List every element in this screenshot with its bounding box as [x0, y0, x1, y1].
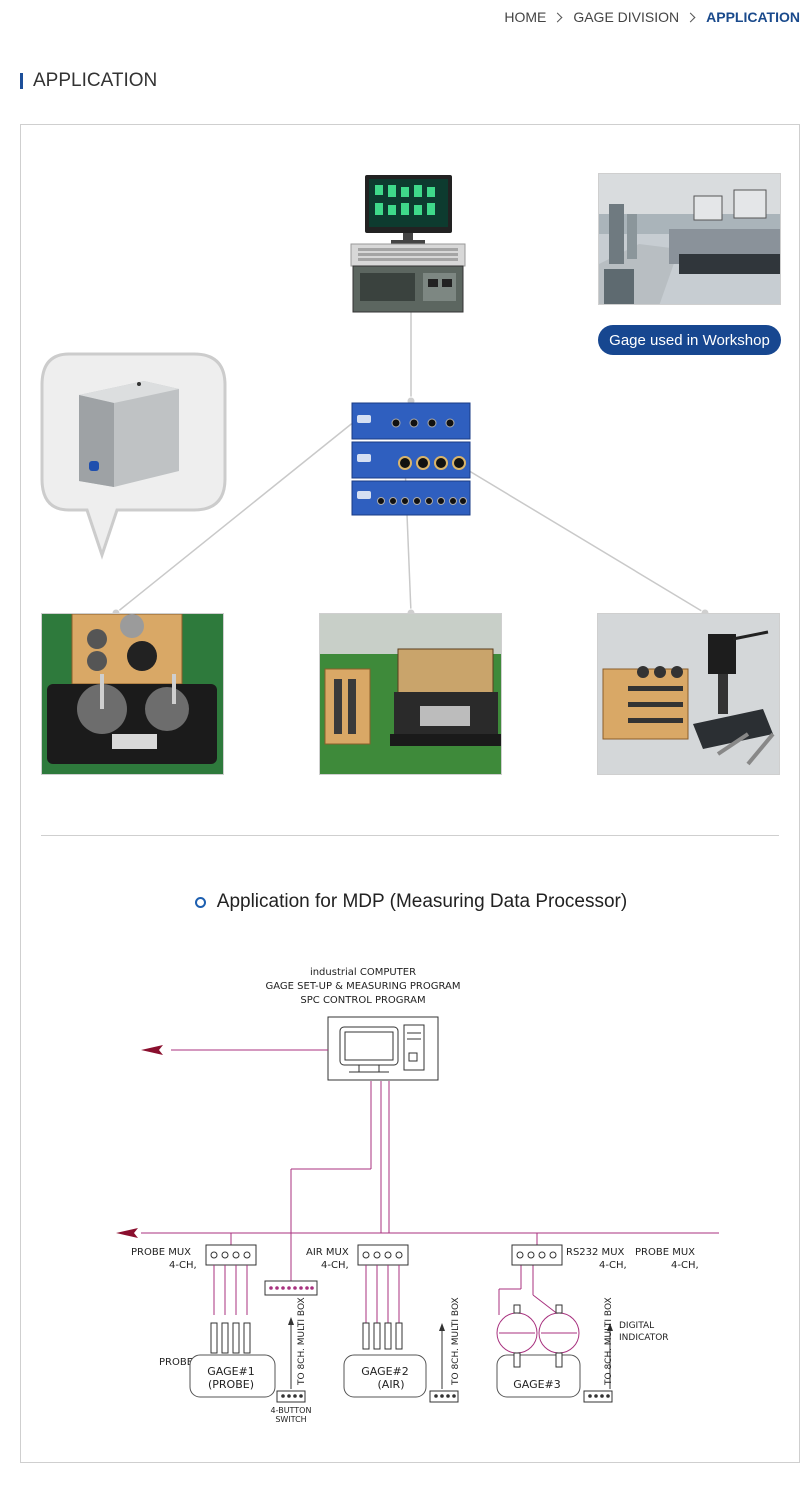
gage2-sub: (AIR): [378, 1378, 405, 1391]
multibox-label-1: TO 8CH. MULTI BOX: [297, 1297, 307, 1386]
probe-mux-2-ch: 4-CH,: [671, 1260, 699, 1271]
page-title: APPLICATION: [20, 70, 157, 92]
bench-gage-photo: [597, 613, 780, 775]
page-title-text: APPLICATION: [33, 70, 158, 91]
computer-label-2: GAGE SET-UP & MEASURING PROGRAM: [266, 981, 461, 992]
probe-mux-label: PROBE MUX: [131, 1247, 191, 1258]
digital-indicator-label-2: INDICATOR: [619, 1333, 669, 1343]
application-frame: Gage used in Workshop: [20, 124, 800, 1463]
computer-symbol: [327, 1016, 439, 1081]
computer-label-1: industrial COMPUTER: [310, 967, 416, 978]
breadcrumb-gage-division[interactable]: GAGE DIVISION: [573, 9, 680, 25]
title-accent-bar: [20, 73, 23, 89]
gage1-sub: (PROBE): [208, 1378, 254, 1391]
button-switch-label-2: SWITCH: [275, 1415, 306, 1424]
breadcrumb-home[interactable]: HOME: [504, 9, 547, 25]
digital-indicator-label-1: DIGITAL: [619, 1321, 654, 1331]
section-title-text: Application for MDP (Measuring Data Proc…: [216, 891, 628, 912]
gage1-label: GAGE#1: [207, 1365, 255, 1378]
probe-mux-2-label: PROBE MUX: [635, 1247, 695, 1258]
device-bubble: [39, 351, 229, 561]
probe-mux-ch: 4-CH,: [169, 1260, 197, 1271]
breadcrumb: HOME GAGE DIVISION APPLICATION: [504, 8, 800, 26]
industrial-computer-image: [348, 173, 468, 313]
rs232-mux-ch: 4-CH,: [599, 1260, 627, 1271]
workshop-badge-label: Gage used in Workshop: [609, 331, 770, 349]
air-mux-ch: 4-CH,: [321, 1260, 349, 1271]
section-title: Application for MDP (Measuring Data Proc…: [21, 891, 800, 913]
probe-label: PROBE: [159, 1357, 193, 1368]
breadcrumb-current: APPLICATION: [706, 9, 800, 25]
rs232-mux-label: RS232 MUX: [566, 1247, 625, 1258]
workshop-badge: Gage used in Workshop: [598, 325, 781, 355]
workshop-photo: [598, 173, 781, 305]
section-divider: [41, 835, 779, 836]
mdp-diagram: industrial COMPUTER GAGE SET-UP & MEASUR…: [116, 967, 719, 1424]
chevron-right-icon: [552, 12, 563, 22]
gage2-label: GAGE#2: [361, 1365, 409, 1378]
bullet-circle-icon: [194, 896, 206, 908]
mux-stack-image: [351, 401, 471, 516]
computer-label-3: SPC CONTROL PROGRAM: [300, 995, 425, 1006]
multibox-label-3: TO 8CH. MULTI BOX: [604, 1297, 614, 1386]
chevron-right-icon: [685, 12, 696, 22]
probe-gage-photo: [41, 613, 224, 775]
button-switch-label-1: 4-BUTTON: [271, 1406, 312, 1415]
gage3-label: GAGE#3: [513, 1378, 561, 1391]
fixture-gage-photo: [319, 613, 502, 775]
air-mux-label: AIR MUX: [306, 1247, 349, 1258]
multibox-label-2: TO 8CH. MULTI BOX: [451, 1297, 461, 1386]
